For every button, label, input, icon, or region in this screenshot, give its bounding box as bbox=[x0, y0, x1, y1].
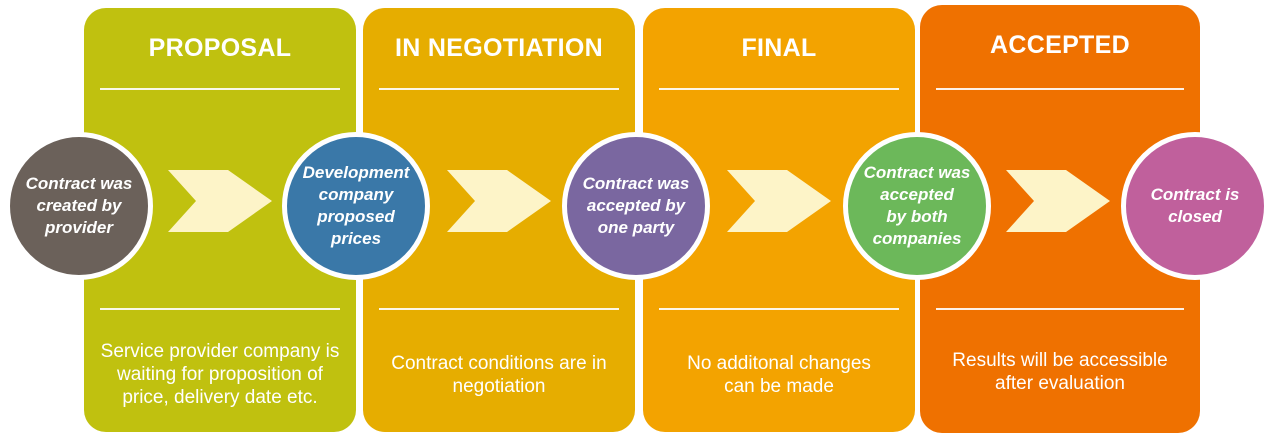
stage-title: ACCEPTED bbox=[990, 31, 1130, 59]
stage-description: No additonal changes can be made bbox=[687, 353, 871, 397]
stage-title: FINAL bbox=[741, 34, 817, 62]
divider bbox=[659, 308, 899, 310]
stage-description: Contract conditions are in negotiation bbox=[391, 353, 607, 397]
stage-title: PROPOSAL bbox=[148, 34, 292, 62]
divider bbox=[936, 88, 1184, 90]
step-circle-proposed-prices: Development company proposed prices bbox=[282, 132, 430, 280]
right-arrow-icon bbox=[168, 170, 272, 232]
step-circle-closed: Contract is closed bbox=[1121, 132, 1269, 280]
right-arrow-icon bbox=[727, 170, 831, 232]
stage-description: Service provider company is waiting for … bbox=[100, 341, 340, 408]
divider bbox=[659, 88, 899, 90]
step-circle-accepted-one-party: Contract was accepted by one party bbox=[562, 132, 710, 280]
divider bbox=[379, 308, 619, 310]
right-arrow-icon bbox=[1006, 170, 1110, 232]
step-circle-created: Contract was created by provider bbox=[5, 132, 153, 280]
right-arrow-icon bbox=[447, 170, 551, 232]
divider bbox=[100, 88, 340, 90]
stage-title: IN NEGOTIATION bbox=[395, 34, 603, 62]
divider bbox=[936, 308, 1184, 310]
divider bbox=[100, 308, 340, 310]
divider bbox=[379, 88, 619, 90]
step-circle-accepted-both: Contract was accepted by both companies bbox=[843, 132, 991, 280]
stage-description: Results will be accessible after evaluat… bbox=[952, 350, 1168, 394]
